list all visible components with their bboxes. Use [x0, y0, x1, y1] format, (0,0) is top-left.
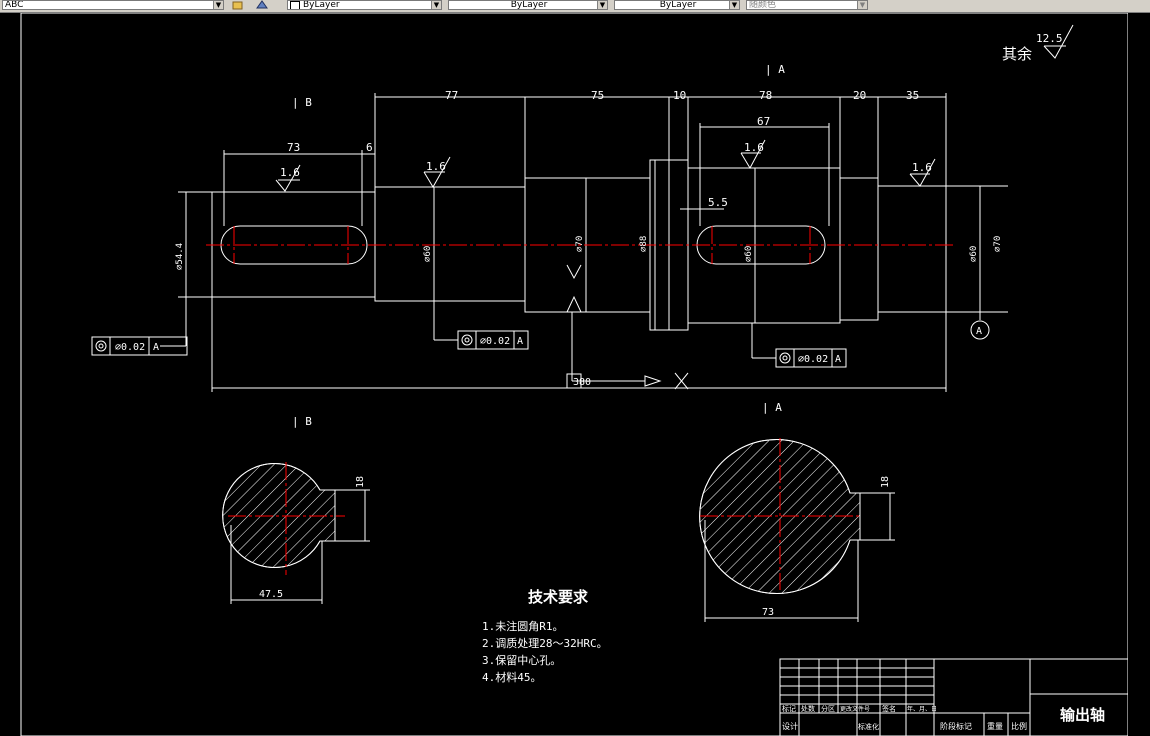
section-b-mark-bottom: | B: [292, 415, 312, 428]
dim-6: 6: [366, 141, 373, 154]
chevron-down-icon[interactable]: ▼: [729, 1, 739, 9]
tolerance-datum-1: A: [153, 342, 159, 353]
tb-stage-mark: 阶段标记: [940, 721, 972, 731]
tb-signature: 签名: [882, 704, 896, 713]
chevron-down-icon[interactable]: ▼: [597, 1, 607, 9]
dim-67: 67: [757, 115, 770, 128]
roughness-prefix: 其余: [1002, 45, 1032, 63]
tolerance-value-1: ⌀0.02: [115, 342, 145, 353]
tb-mark: 标记: [782, 704, 796, 713]
section-b-depth-dim: 47.5: [259, 589, 283, 600]
layer-combo[interactable]: ABC ▼: [2, 0, 224, 10]
layer-combo-value: ABC: [5, 0, 24, 10]
tolerance-value-3: ⌀0.02: [798, 354, 828, 365]
chevron-down-icon[interactable]: ▼: [213, 1, 223, 9]
tb-change-doc: 更改文件号: [840, 705, 870, 713]
dia-left-end: ⌀54.4: [175, 243, 185, 270]
dim-35: 35: [906, 89, 919, 102]
section-b-keyway-dim: 18: [355, 476, 366, 488]
drawing-border: [20, 13, 1128, 736]
dimension-lines: [160, 93, 1008, 392]
properties-toolbar: ABC ▼ ByLayer ▼ ByLayer ▼ ByLayer ▼ 随颜色 ▼: [0, 0, 1150, 13]
tb-zone: 分区: [821, 704, 835, 713]
notes-title: 技术要求: [528, 588, 589, 606]
roughness-value: 12.5: [1036, 32, 1063, 45]
linetype-combo-value: ByLayer: [510, 0, 548, 10]
section-b-view: [222, 463, 370, 604]
plotstyle-combo-value: 随颜色: [749, 0, 777, 10]
centerlines: [206, 226, 955, 590]
lineweight-combo[interactable]: ByLayer ▼: [614, 0, 740, 10]
tolerance-datum-2: A: [517, 336, 523, 347]
dim-78: 78: [759, 89, 772, 102]
tb-scale: 比例: [1011, 721, 1027, 731]
section-a-mark-top: | A: [765, 63, 785, 76]
dim-73: 73: [287, 141, 300, 154]
dim-5-5: 5.5: [708, 196, 728, 209]
roughness-mark-1: 1.6: [280, 166, 300, 179]
chevron-down-icon[interactable]: ▼: [431, 1, 441, 9]
tolerance-value-2: ⌀0.02: [480, 336, 510, 347]
roughness-mark-3: 1.6: [744, 141, 764, 154]
section-a-depth-dim: 73: [762, 607, 774, 618]
tolerance-frames: [91, 330, 847, 389]
roughness-mark-2: 1.6: [426, 160, 446, 173]
dia-60-c: ⌀60: [969, 246, 979, 262]
dia-88: ⌀88: [639, 236, 649, 252]
note-3: 3.保留中心孔。: [482, 653, 561, 667]
datum-a-label: A: [976, 326, 982, 337]
section-a-keyway-dim: 18: [880, 476, 891, 488]
vertical-scrollbar[interactable]: [1128, 13, 1150, 736]
section-b-mark-top: | B: [292, 96, 312, 109]
chevron-down-icon[interactable]: ▼: [857, 1, 867, 9]
note-4: 4.材料45。: [482, 670, 542, 684]
roughness-symbols: [275, 24, 1074, 192]
tb-date: 年、月、日: [907, 705, 937, 713]
layer-previous-icon[interactable]: [256, 0, 268, 10]
tb-design: 设计: [782, 721, 798, 731]
dia-60-b: ⌀60: [744, 246, 754, 262]
title-block: [779, 658, 1128, 736]
linetype-combo[interactable]: ByLayer ▼: [448, 0, 608, 10]
section-a-mark-bottom: | A: [762, 401, 782, 414]
section-a-view: [699, 439, 895, 622]
part-name: 输出轴: [1060, 706, 1105, 724]
plotstyle-combo[interactable]: 随颜色 ▼: [746, 0, 868, 10]
layer-state-icon[interactable]: [232, 0, 244, 10]
overall-length: 380: [573, 377, 591, 388]
dim-77: 77: [445, 89, 458, 102]
tb-count: 处数: [801, 704, 815, 713]
dia-70: ⌀70: [575, 236, 585, 252]
dim-75: 75: [591, 89, 604, 102]
color-combo[interactable]: ByLayer ▼: [287, 0, 442, 10]
dim-20: 20: [853, 89, 866, 102]
note-1: 1.未注圆角R1。: [482, 619, 564, 633]
dia-60-a: ⌀60: [423, 246, 433, 262]
tb-weight: 重量: [987, 721, 1003, 731]
roughness-mark-4: 1.6: [912, 161, 932, 174]
color-combo-value: ByLayer: [303, 0, 340, 10]
note-2: 2.调质处理28～32HRC。: [482, 637, 608, 650]
tolerance-datum-3: A: [835, 354, 841, 365]
tb-standardize: 标准化: [858, 722, 879, 731]
dia-70-right: ⌀70: [993, 236, 1003, 252]
keyway-right: [696, 225, 826, 265]
drawing-canvas[interactable]: 其余 12.5 | A | B | B | A 77 75 10 78 20 3…: [0, 13, 1128, 736]
lineweight-combo-value: ByLayer: [659, 0, 697, 10]
color-swatch-icon: [290, 1, 300, 9]
dim-10: 10: [673, 89, 686, 102]
